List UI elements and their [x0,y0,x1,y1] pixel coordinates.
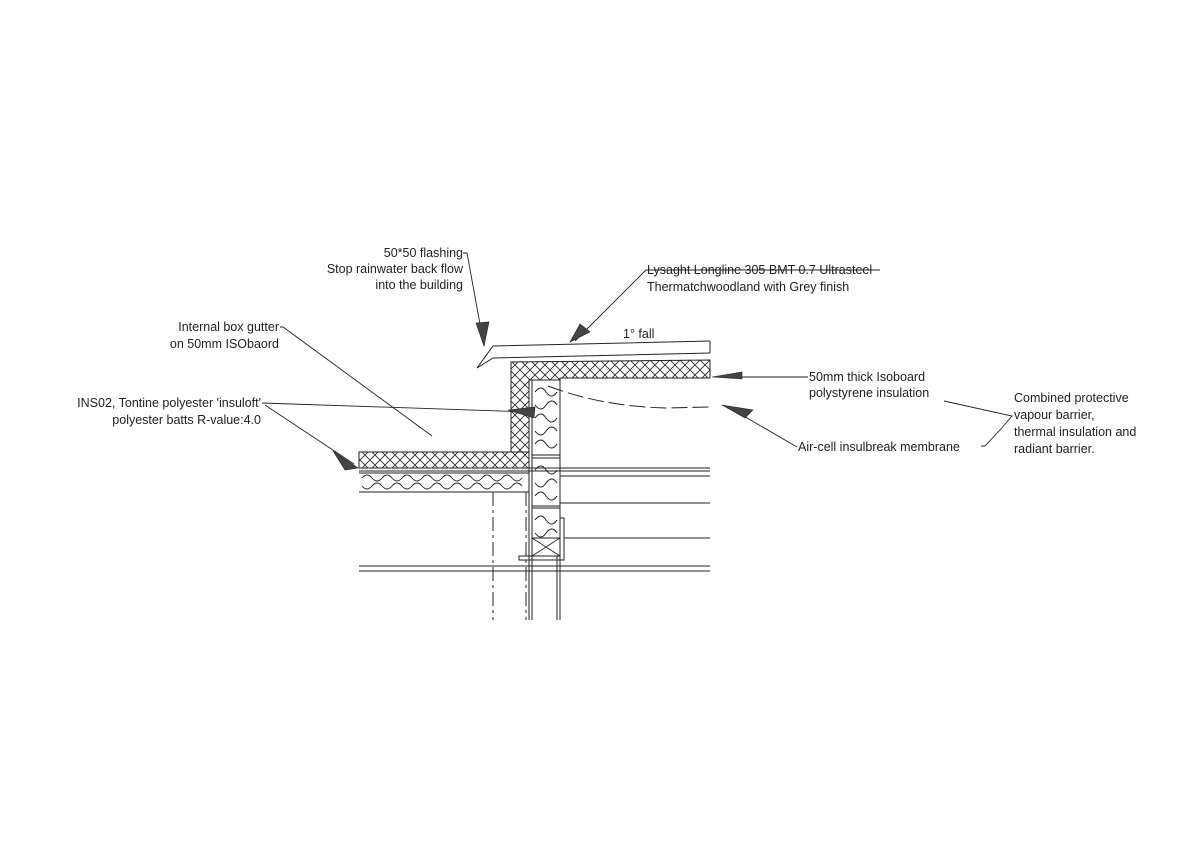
isoboard-label-line2: polystyrene insulation [809,386,929,400]
isoboard-insulation [510,359,711,453]
hidden-lines [492,385,711,620]
leader-lines [261,252,1013,465]
isoboard-label-line1: 50mm thick Isoboard [809,370,925,384]
polyester-batts [359,472,529,493]
fall-label: 1° fall [623,327,654,341]
annotation-roof-sheet: Lysaght Longline 305 BMT 0.7 Ultrasteel … [647,263,872,294]
roof-sheet-label-line1: Lysaght Longline 305 BMT 0.7 Ultrasteel [647,263,872,277]
arrowheads [332,321,754,471]
annotation-barrier: Combined protective vapour barrier, ther… [1014,391,1136,456]
annotation-isoboard: 50mm thick Isoboard polystyrene insulati… [809,370,929,400]
annotation-gutter: Internal box gutter on 50mm ISObaord [170,320,279,351]
flashing-label-line3: into the building [375,278,463,292]
barrier-label-line4: radiant barrier. [1014,442,1095,456]
wall-stud-column [518,379,565,620]
gutter-isoboard [358,451,710,477]
roof-sheet-label-line2: Thermatchwoodland with Grey finish [647,280,849,294]
flashing-label-line2: Stop rainwater back flow [327,262,464,276]
annotation-batts: INS02, Tontine polyester 'insuloft' poly… [77,396,261,427]
building-lines [359,502,710,572]
barrier-label-line1: Combined protective [1014,391,1129,405]
membrane-label: Air-cell insulbreak membrane [798,440,960,454]
gutter-label-line1: Internal box gutter [178,320,279,334]
batts-label-line1: INS02, Tontine polyester 'insuloft' [77,396,261,410]
roof-sheet [476,340,711,369]
gutter-label-line2: on 50mm ISObaord [170,337,279,351]
barrier-label-line3: thermal insulation and [1014,425,1136,439]
barrier-label-line2: vapour barrier, [1014,408,1095,422]
batts-label-line2: polyester batts R-value:4.0 [112,413,261,427]
annotation-flashing: 50*50 flashing Stop rainwater back flow … [327,246,464,292]
flashing-label-line1: 50*50 flashing [384,246,463,260]
